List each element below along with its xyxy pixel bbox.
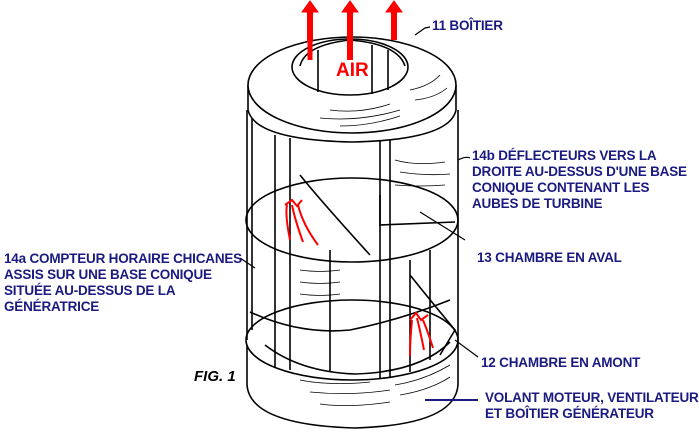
- label-housing: 11 BOÎTIER: [432, 18, 503, 33]
- label-line: 14b DÉFLECTEURS VERS LA: [472, 148, 657, 163]
- label-line: 14a COMPTEUR HORAIRE CHICANES: [4, 251, 242, 266]
- airflow-swirls: [284, 198, 434, 357]
- label-line: ASSIS SUR UNE BASE CONIQUE: [4, 267, 212, 282]
- label-line: AUBES DE TURBINE: [472, 196, 603, 211]
- label-line: GÉNÉRATRICE: [4, 299, 100, 314]
- label-counter-14a: 14a COMPTEUR HORAIRE CHICANES ASSIS SUR …: [4, 251, 242, 315]
- leader-lines: [239, 26, 479, 401]
- label-line: DROITE AU-DESSUS D'UNE BASE: [472, 164, 687, 179]
- label-chamber-12: 12 CHAMBRE EN AMONT: [481, 355, 641, 370]
- shading-hatch: [299, 74, 451, 406]
- label-line: VOLANT MOTEUR, VENTILATEUR,: [485, 390, 699, 405]
- figure-label: FIG. 1: [194, 368, 236, 385]
- housing-lid: [247, 36, 457, 143]
- label-line: CONIQUE CONTENANT LES: [472, 180, 650, 195]
- label-line: ET BOÎTIER GÉNÉRATEUR: [485, 406, 654, 421]
- label-line: SITUÉE AU-DESSUS DE LA: [4, 283, 176, 298]
- upper-cone-base: [245, 174, 459, 263]
- label-deflectors-14b: 14b DÉFLECTEURS VERS LA DROITE AU-DESSUS…: [472, 148, 687, 212]
- label-flywheel: VOLANT MOTEUR, VENTILATEUR, ET BOÎTIER G…: [485, 390, 699, 422]
- airflow-arrows: [301, 0, 403, 60]
- label-chamber-13: 13 CHAMBRE EN AVAL: [477, 250, 622, 265]
- air-label: AIR: [336, 60, 369, 81]
- generator-base: [245, 299, 459, 429]
- air-arrow-right: [391, 10, 397, 40]
- air-arrow-center: [347, 10, 353, 60]
